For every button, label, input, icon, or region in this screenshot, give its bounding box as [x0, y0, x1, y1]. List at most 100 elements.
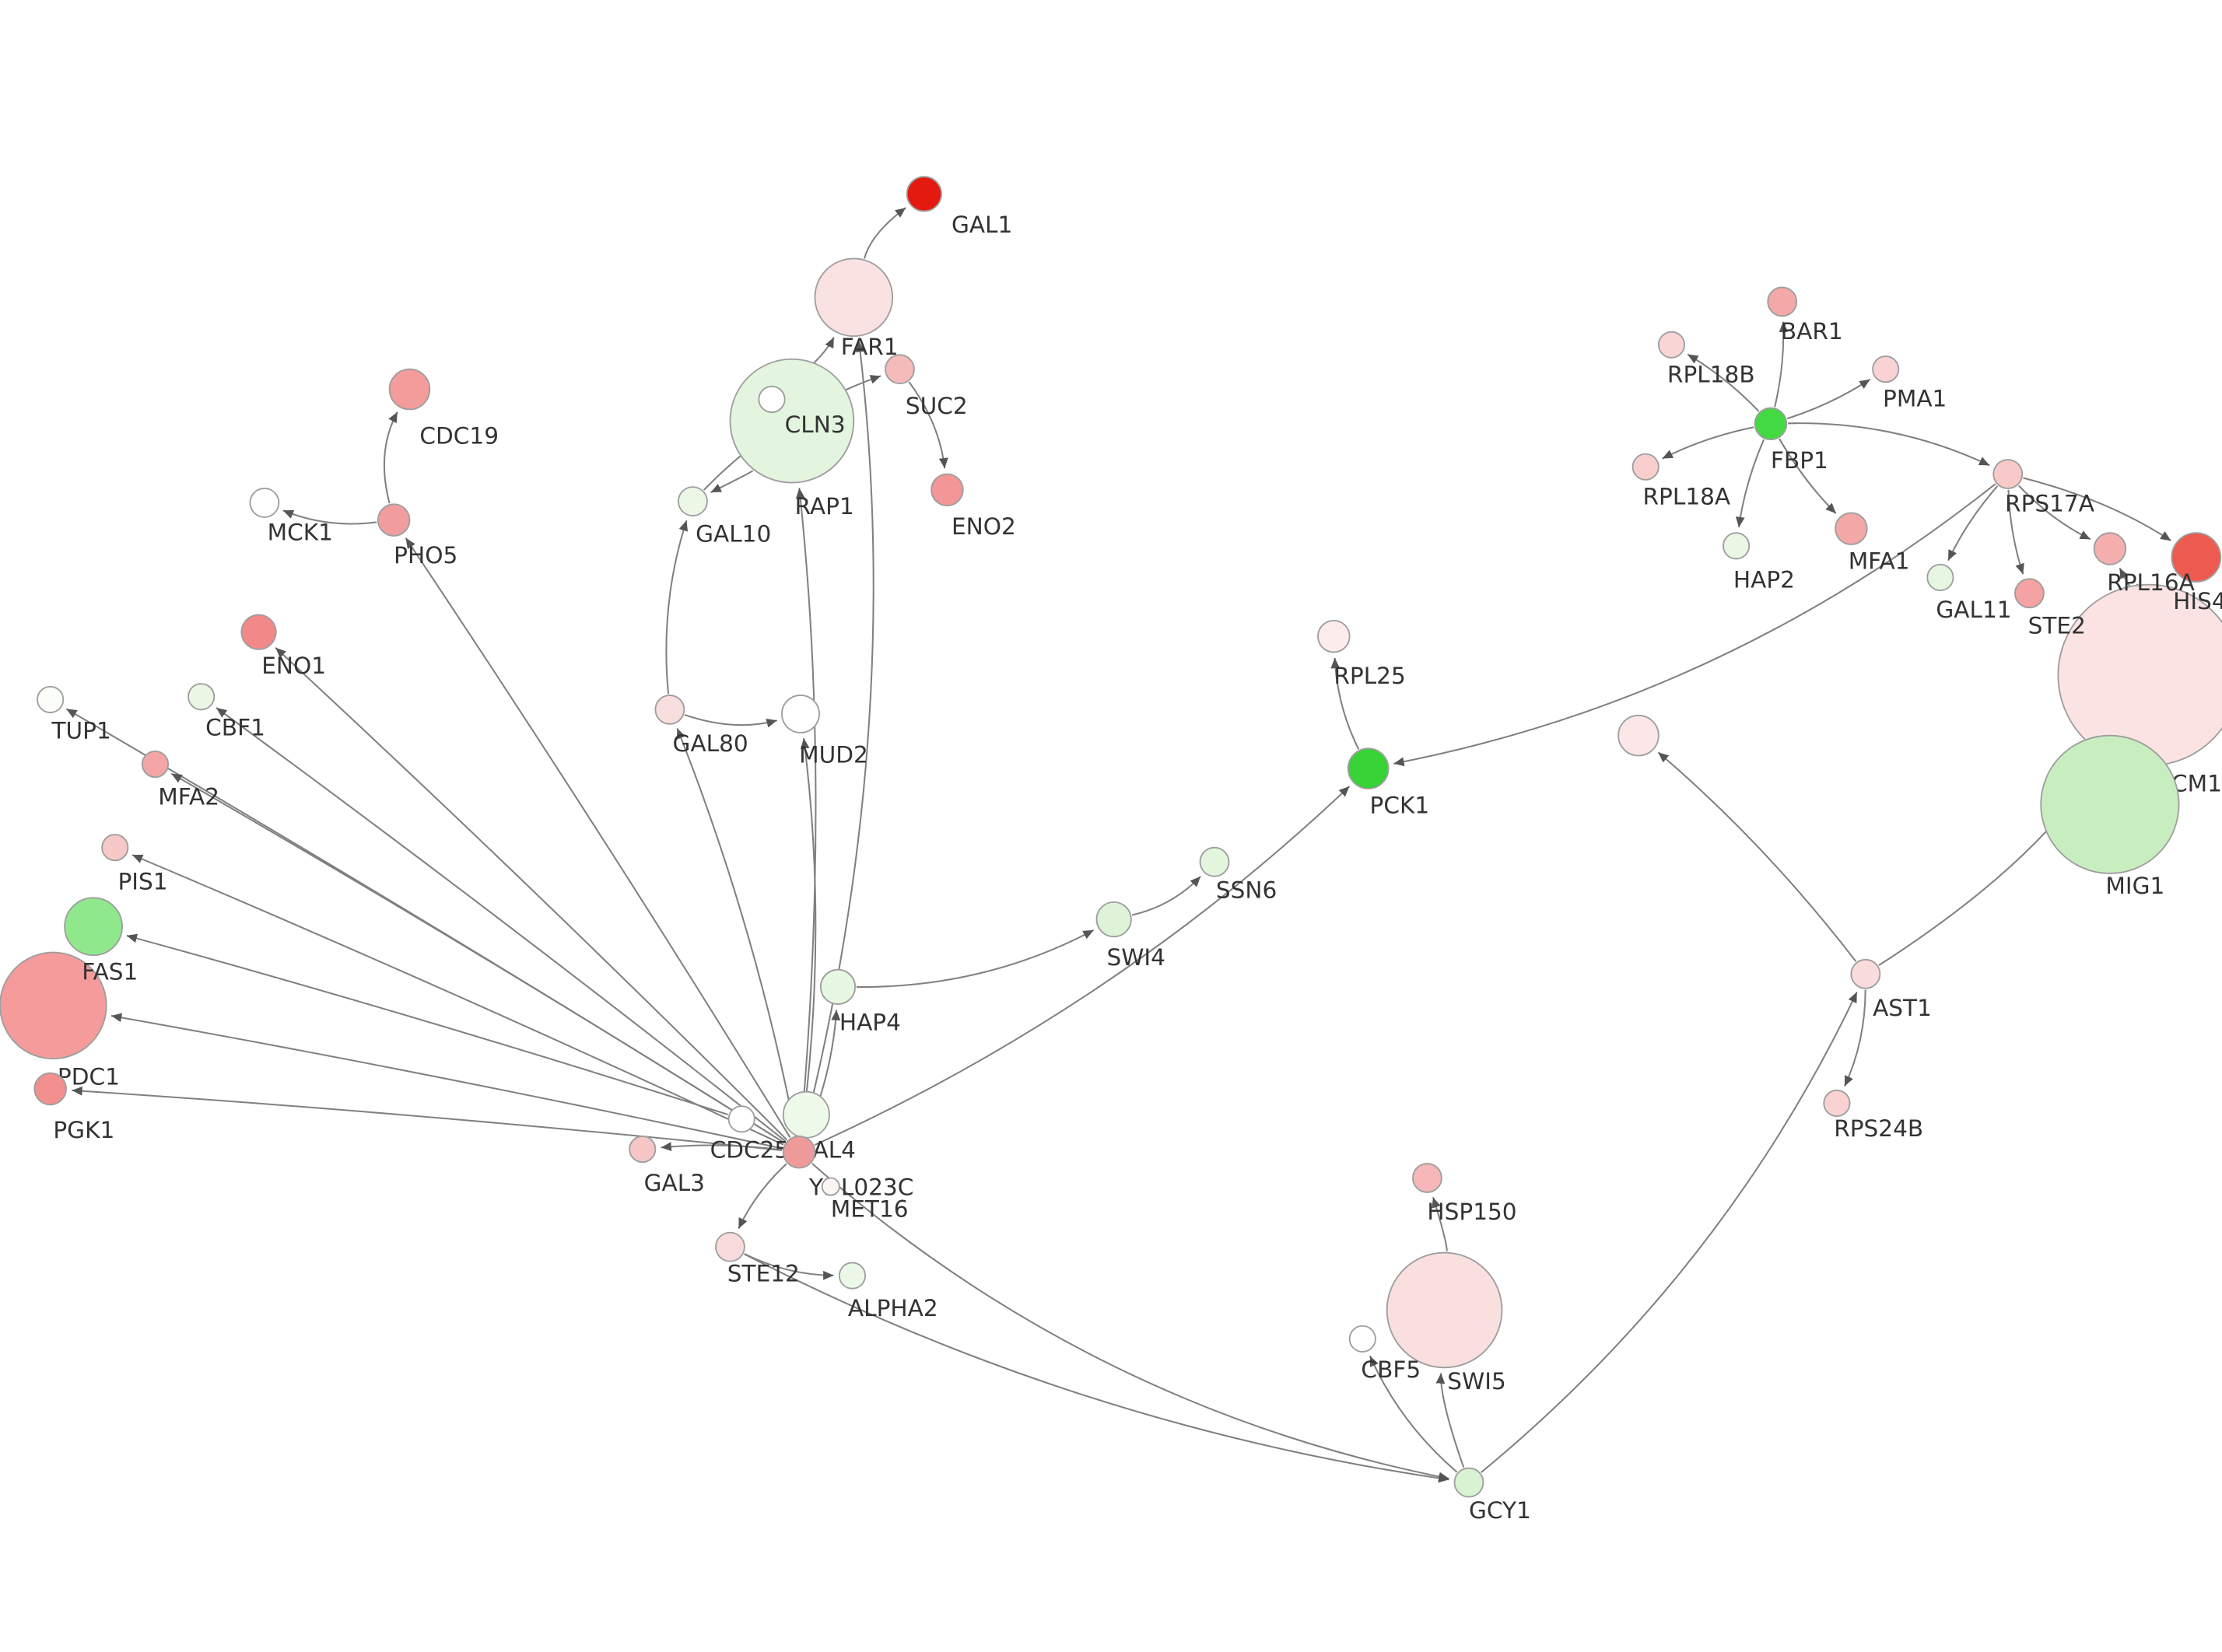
graph-node-CBF5[interactable] [1348, 1325, 1376, 1353]
edge-GCY1-AST1[interactable] [1481, 992, 1858, 1473]
graph-node-AST1[interactable] [1850, 958, 1881, 989]
graph-node-HAP4[interactable] [819, 968, 857, 1005]
graph-node-CLN3[interactable] [758, 385, 786, 413]
graph-node-GAL10[interactable] [678, 486, 708, 516]
graph-node-GAL3[interactable] [629, 1136, 657, 1164]
graph-node-ENO2[interactable] [931, 473, 964, 507]
edge-RPS17A-PCK1[interactable] [1393, 483, 1996, 767]
graph-node-GAL1[interactable] [906, 176, 942, 212]
edge-FAR1-GAL1[interactable] [864, 207, 906, 259]
graph-node-PMA1[interactable] [1872, 355, 1900, 383]
graph-node-STE12[interactable] [715, 1231, 745, 1262]
edge-YDL023C-PCK1[interactable] [814, 786, 1351, 1146]
edge-RPS17A-RPL16A[interactable] [2018, 485, 2091, 541]
graph-node-BAR1[interactable] [1767, 286, 1798, 317]
graph-node-GAL11[interactable] [1926, 563, 1954, 592]
edge-YDL023C-GAL80[interactable] [676, 728, 797, 1136]
edge-RPS17A-HIS4[interactable] [2023, 477, 2171, 542]
edge-FBP1-PMA1[interactable] [1786, 378, 1871, 420]
graph-node-GAL80[interactable] [654, 695, 685, 725]
edge-YDL023C-GCY1[interactable] [811, 1163, 1449, 1482]
graph-node-PHO5[interactable] [377, 503, 411, 537]
graph-node-PGK1[interactable] [33, 1072, 67, 1106]
edge-PHO5-CDC19[interactable] [383, 411, 398, 504]
edge-SWI5-HSP150[interactable] [1432, 1196, 1448, 1251]
edge-SWI4-SSN6[interactable] [1131, 876, 1201, 916]
graph-node-RAP1[interactable] [729, 358, 855, 484]
graph-node-RPL18B[interactable] [1657, 331, 1686, 359]
graph-node-RPL18A[interactable] [1631, 453, 1659, 481]
edge-YDL023C-ENO1[interactable] [275, 647, 788, 1141]
node-label-HAP4: HAP4 [839, 1009, 901, 1035]
graph-node-RPL16A[interactable] [2093, 532, 2127, 565]
edge-STE12-GCY1[interactable] [744, 1253, 1449, 1483]
graph-node-YDL023C[interactable] [782, 1136, 816, 1169]
graph-node-U1[interactable] [1617, 714, 1659, 757]
edge-FBP1-HAP2[interactable] [1735, 439, 1765, 528]
graph-node-SWI4[interactable] [1095, 901, 1132, 938]
edge-GCY1-CBF5[interactable] [1369, 1355, 1458, 1473]
graph-node-RPL25[interactable] [1317, 619, 1351, 653]
graph-node-CBF1[interactable] [188, 683, 216, 711]
graph-node-ENO1[interactable] [240, 614, 277, 650]
node-label-CBF1: CBF1 [205, 715, 265, 741]
edge-YDL023C-TUP1[interactable] [65, 708, 785, 1144]
graph-node-RPS17A[interactable] [1992, 459, 2024, 489]
edge-PHO5-MCK1[interactable] [282, 509, 377, 525]
graph-node-MFA2[interactable] [141, 751, 170, 779]
edge-FBP1-RPL18A[interactable] [1662, 426, 1754, 460]
edge-AST1-RPS24B[interactable] [1843, 989, 1866, 1087]
edge-YDL023C-PHO5[interactable] [405, 537, 791, 1138]
graph-node-GAL4[interactable] [782, 1090, 830, 1139]
edge-PCK1-RPL25[interactable] [1330, 657, 1360, 750]
graph-node-STE2[interactable] [2014, 578, 2045, 609]
edge-GAL80-GAL10[interactable] [665, 520, 689, 695]
edge-YDL023C-GAL3[interactable] [661, 1142, 783, 1152]
graph-node-FAR1[interactable] [814, 257, 894, 338]
edge-YDL023C-MFA2[interactable] [170, 772, 785, 1144]
graph-node-MIG1[interactable] [2040, 734, 2180, 874]
edge-YDL023C-CBF1[interactable] [216, 707, 787, 1143]
graph-node-GCY1[interactable] [1453, 1467, 1484, 1498]
edge-RAP1-GAL10[interactable] [710, 470, 754, 494]
graph-node-FBP1[interactable] [1754, 407, 1788, 441]
edge-GCY1-SWI5[interactable] [1435, 1373, 1465, 1468]
edge-YDL023C-PIS1[interactable] [131, 854, 784, 1146]
graph-node-PCK1[interactable] [1347, 747, 1390, 789]
edge-FBP1-MFA1[interactable] [1779, 438, 1837, 514]
edge-CDC25-RAS1[interactable] [126, 933, 728, 1116]
graph-node-SWI5[interactable] [1386, 1251, 1503, 1369]
graph-node-ALPHA2[interactable] [838, 1262, 867, 1290]
edge-YDL023C-PGK1[interactable] [72, 1086, 783, 1152]
edge-YDL023C-RAP1[interactable] [795, 488, 817, 1136]
graph-node-SSN6[interactable] [1199, 846, 1230, 877]
graph-node-TUP1[interactable] [37, 685, 65, 714]
graph-node-MET16[interactable] [821, 1177, 840, 1196]
edge-FBP1-RPL18B[interactable] [1687, 353, 1760, 412]
edge-RPS17A-STE2[interactable] [2007, 489, 2024, 575]
graph-node-HIS4[interactable] [2171, 532, 2222, 583]
edge-YDL023C-MUD2[interactable] [800, 738, 817, 1136]
edge-HAP4-SWI4[interactable] [857, 929, 1095, 989]
edge-GAL80-MUD2[interactable] [684, 714, 777, 728]
edge-FBP1-RPS17A[interactable] [1788, 422, 1990, 467]
edge-YDL023C-FAR1[interactable] [802, 341, 874, 1136]
graph-node-CDC19[interactable] [388, 368, 431, 411]
edge-FBP1-BAR1[interactable] [1774, 321, 1789, 408]
graph-node-PDC1[interactable] [0, 951, 107, 1060]
graph-node-HAP2[interactable] [1723, 532, 1751, 560]
graph-node-HSP150[interactable] [1412, 1163, 1442, 1193]
edge-YDL023C-PDC1[interactable] [110, 1013, 783, 1150]
graph-node-CDC25[interactable] [727, 1105, 755, 1133]
edge-SUC2-ENO2[interactable] [908, 381, 948, 469]
edge-RPS17A-GAL11[interactable] [1947, 485, 1999, 562]
graph-node-MFA1[interactable] [1835, 512, 1868, 545]
graph-node-MCK1[interactable] [249, 488, 280, 518]
edge-YDL023C-STE12[interactable] [738, 1163, 787, 1230]
graph-node-RAS1[interactable] [64, 897, 123, 957]
graph-node-SUC2[interactable] [885, 354, 915, 385]
graph-node-PIS1[interactable] [101, 834, 129, 862]
graph-node-MUD2[interactable] [781, 695, 820, 733]
edge-AST1-U1[interactable] [1657, 751, 1857, 962]
graph-node-RPS24B[interactable] [1823, 1089, 1851, 1118]
